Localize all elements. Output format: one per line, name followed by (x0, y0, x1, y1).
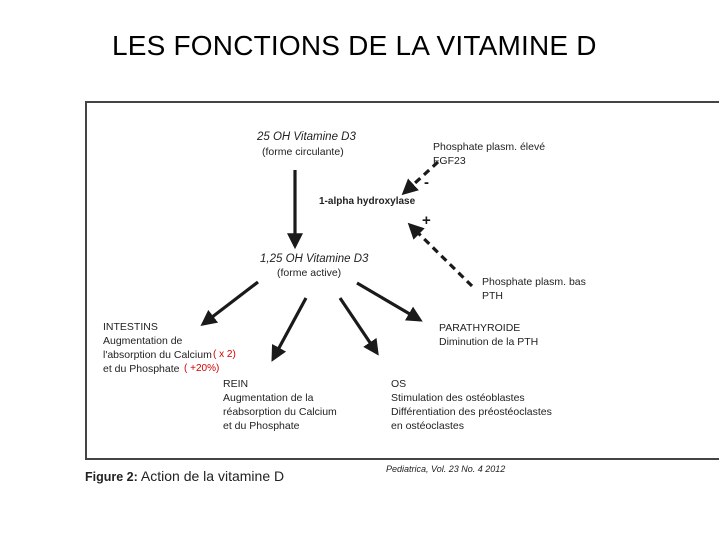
vitd125-desc: (forme active) (277, 267, 342, 279)
intestins-line: l'absorption du Calcium (103, 349, 212, 361)
intestins-line: Augmentation de (103, 335, 183, 347)
citation: Pediatrica, Vol. 23 No. 4 2012 (386, 464, 506, 474)
caption-text: Action de la vitamine D (140, 468, 285, 484)
inhibitor-line2: FGF23 (433, 155, 466, 167)
inhibitor-line1: Phosphate plasm. élevé (433, 141, 546, 153)
vitd25-desc: (forme circulante) (262, 146, 344, 158)
os-line: Différentiation des préostéoclastes (391, 406, 552, 418)
activator-line1: Phosphate plasm. bas (482, 276, 586, 288)
vitd25-name: 25 OH Vitamine D3 (257, 131, 356, 143)
os-line: en ostéoclastes (391, 420, 464, 432)
activator-line2: PTH (482, 290, 503, 302)
calcium-note: ( x 2) (213, 349, 236, 360)
vitd125-name: 1,25 OH Vitamine D3 (260, 253, 369, 265)
os-line: Stimulation des ostéoblastes (391, 392, 525, 404)
arrow-to-parathyroide (356, 281, 423, 322)
figure-caption: Figure 2: Action de la vitamine D (85, 468, 284, 484)
hydroxylase-label: 1-alpha hydroxylase (319, 196, 416, 207)
intestins-title: INTESTINS (103, 321, 158, 333)
rein-title: REIN (223, 378, 249, 390)
caption-label: Figure 2: (85, 470, 138, 484)
intestins-line: et du Phosphate (103, 363, 180, 375)
arrow-stimulation-dashed (407, 222, 474, 288)
os-title: OS (391, 378, 407, 390)
parathyroide-line: Diminution de la PTH (439, 336, 539, 348)
arrow-inhibition-dashed (401, 160, 440, 196)
figure-frame (85, 101, 719, 460)
inhibitor-sign: - (424, 174, 429, 191)
arrow-to-intestins (200, 280, 259, 326)
arrow-to-rein (271, 297, 308, 362)
phosphate-note: ( +20%) (184, 363, 220, 374)
activator-sign: + (422, 212, 431, 229)
slide-title: LES FONCTIONS DE LA VITAMINE D (112, 30, 597, 61)
arrow-to-os (338, 297, 379, 356)
rein-line: réabsorption du Calcium (223, 406, 337, 418)
rein-line: Augmentation de la (223, 392, 314, 404)
rein-line: et du Phosphate (223, 420, 300, 432)
parathyroide-title: PARATHYROIDE (439, 322, 521, 334)
